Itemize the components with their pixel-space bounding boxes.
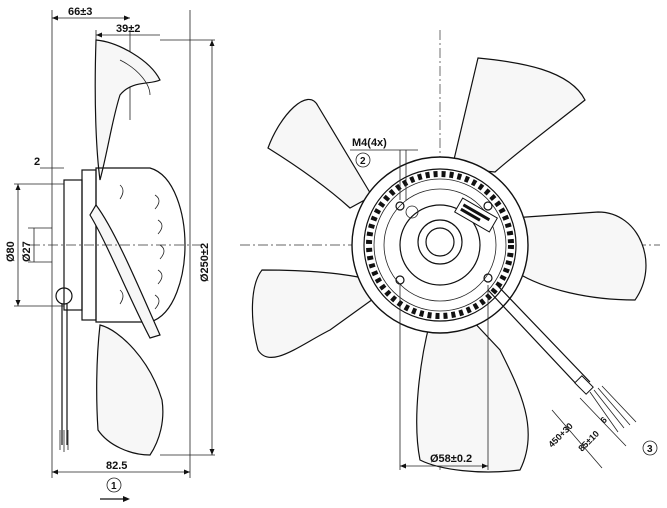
dim-bottom-depth: 82.5 — [106, 460, 127, 472]
dim-shaft: Ø27 — [21, 241, 33, 262]
blade-bottom — [416, 317, 529, 473]
mount-callout-circle — [355, 152, 371, 168]
mounting-holes — [395, 201, 493, 285]
cable — [487, 283, 591, 389]
fan-blades — [251, 57, 647, 473]
blade-right — [511, 211, 647, 301]
blade-left — [251, 269, 381, 358]
vent-slot-ring — [366, 171, 514, 319]
blade-top-left — [267, 98, 373, 209]
dim-strip-length: 85±10 — [576, 429, 601, 454]
dim-wire-end: 6 — [598, 415, 609, 426]
blade-top-right — [451, 57, 586, 173]
cooling-slots — [119, 184, 165, 310]
side-blade-bottom — [96, 324, 164, 456]
mount-label: M4(4x) — [352, 137, 387, 149]
motor-hub — [417, 219, 463, 265]
label-plate — [453, 197, 499, 233]
cable-wires — [589, 385, 637, 433]
dim-hub-depth: 39±2 — [116, 23, 140, 35]
cable-callout-circle — [642, 440, 658, 456]
side-view: 66±3 39±2 2 Ø80 Ø27 Ø250±2 82.5 1 — [5, 6, 215, 502]
airflow-callout: 1 — [111, 481, 117, 492]
dim-bolt-circle: Ø58±0.2 — [430, 453, 472, 465]
dim-cable-length: 450+30 — [546, 421, 574, 449]
side-blade-top — [94, 39, 161, 181]
mount-callout: 2 — [360, 156, 366, 167]
dim-overall-depth: 66±3 — [68, 6, 92, 18]
motor-housing — [95, 167, 186, 323]
cable-gland — [55, 287, 73, 305]
airflow-callout-circle — [106, 477, 122, 493]
dim-bore: Ø80 — [5, 241, 17, 262]
dim-offset: 2 — [34, 156, 40, 168]
front-view: M4(4x) 2 Ø58±0.2 450+30 85±10 6 3 — [240, 30, 660, 473]
cable-callout: 3 — [647, 444, 653, 455]
dim-fan-diameter: Ø250±2 — [199, 243, 211, 282]
shaft-bore — [425, 227, 455, 257]
motor-outer-ring — [351, 156, 529, 334]
